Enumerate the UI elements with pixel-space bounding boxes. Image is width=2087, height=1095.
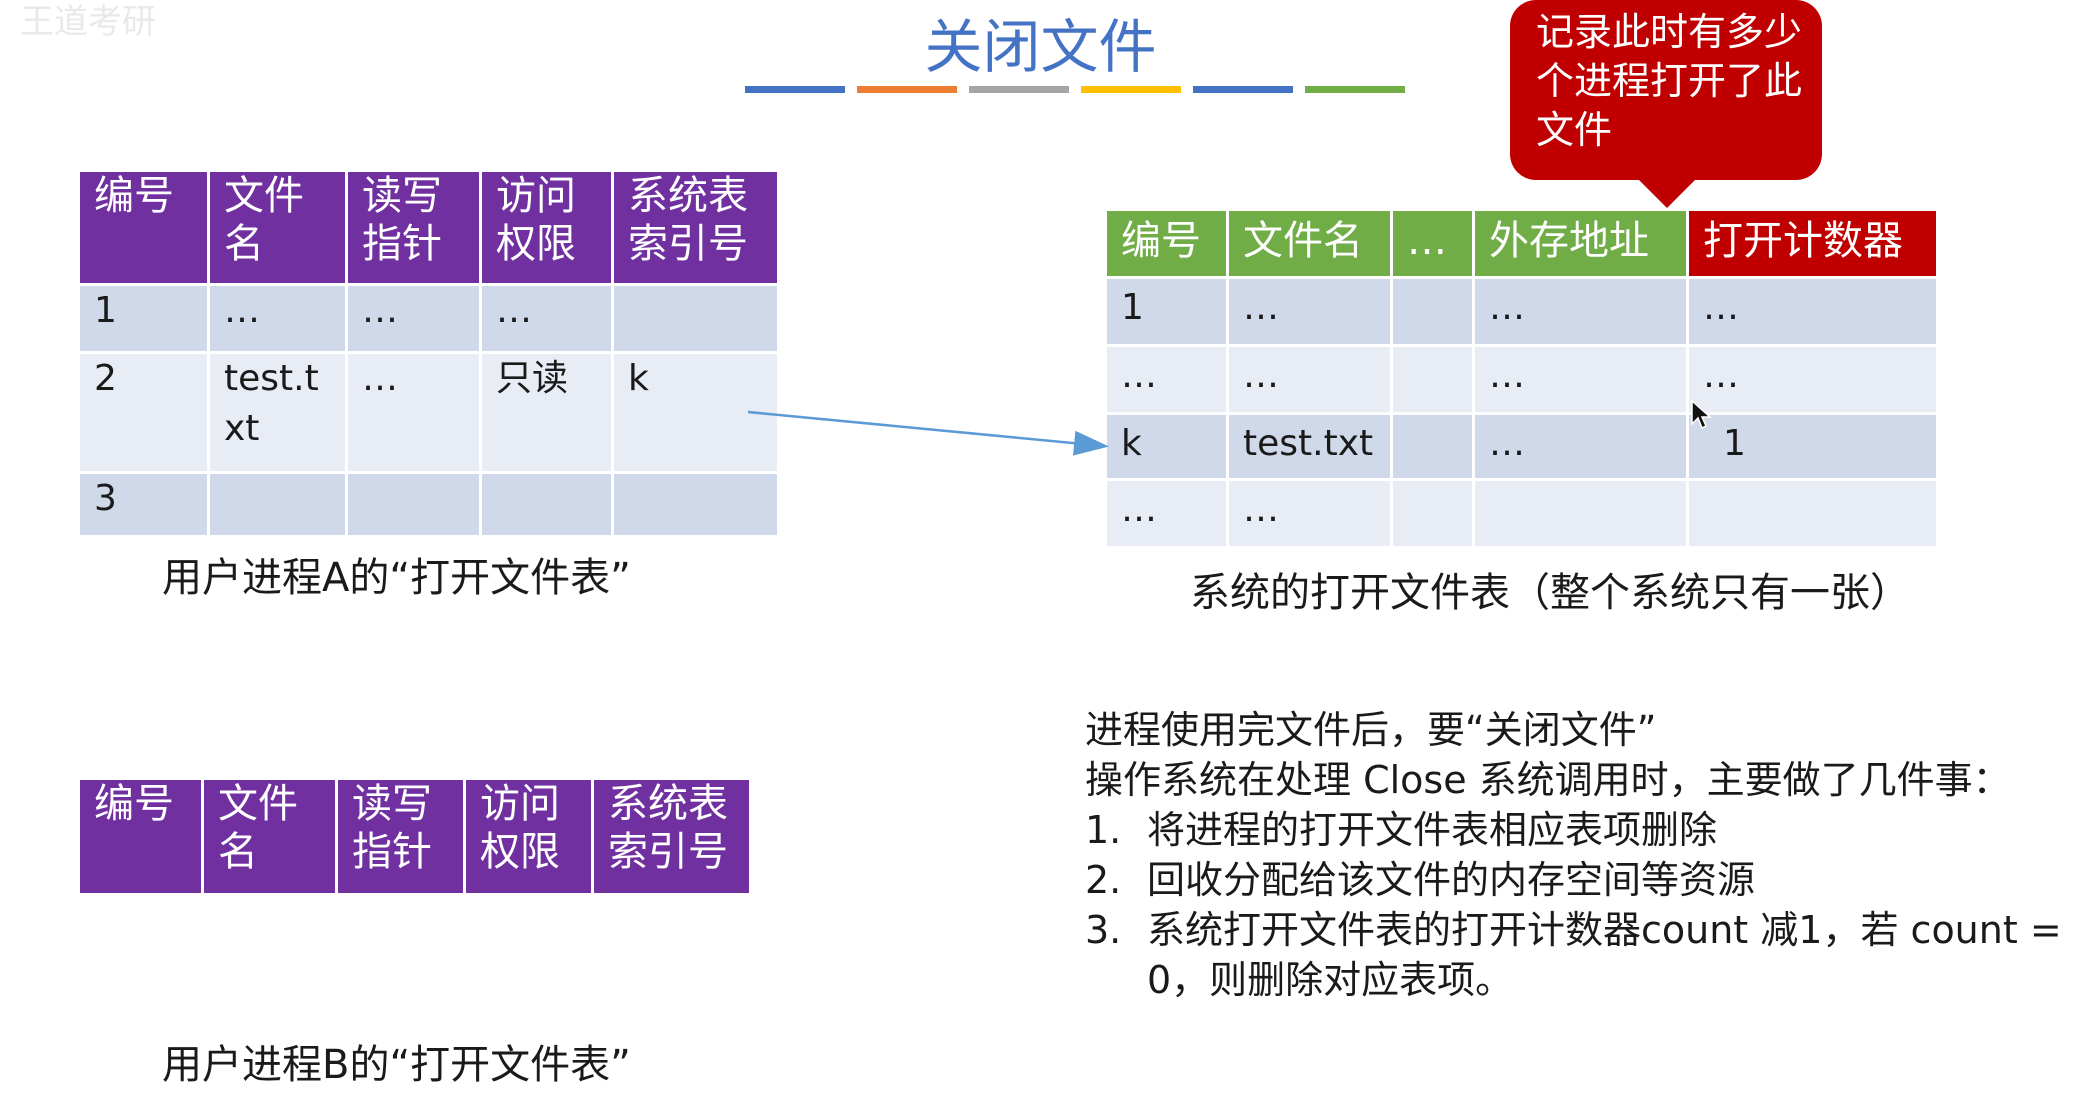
table-cell: … [207, 283, 348, 354]
notes-list-item: 2. 回收分配给该文件的内存空间等资源 [1085, 855, 2062, 905]
open-counter-value: 1 [1686, 412, 1939, 481]
table-cell: … [1104, 478, 1229, 549]
process-b-caption: 用户进程B的“打开文件表” [162, 1042, 631, 1088]
watermark: 王道考研 [20, 2, 156, 42]
list-continuation: 0，则删除对应表项。 [1147, 958, 1514, 1002]
table-cell: 2 [77, 351, 210, 474]
accent-bar-2 [857, 86, 957, 93]
table-cell [207, 471, 348, 538]
table-cell: test.txt [1226, 412, 1393, 481]
table-cell: 1 [77, 283, 210, 354]
list-number: 1. [1085, 808, 1122, 852]
header-cell: 文件名 [1226, 208, 1393, 279]
notes-list-item: 3. 系统打开文件表的打开计数器count 减1，若 count = [1085, 905, 2062, 955]
list-number: 3. [1085, 908, 1122, 952]
list-text: 回收分配给该文件的内存空间等资源 [1147, 858, 1756, 902]
table-cell: … [1472, 344, 1689, 415]
table-cell: 3 [77, 471, 210, 538]
table-row: 1 … … … [77, 283, 780, 354]
table-cell: k [1104, 412, 1229, 481]
table-header-row: 编号 文件名 … 外存地址 打开计数器 [1104, 208, 1939, 279]
open-counter-header: 打开计数器 [1686, 208, 1939, 279]
counter-callout: 记录此时有多少个进程打开了此文件 [1510, 0, 1822, 180]
table-cell: … [1472, 276, 1689, 347]
table-cell: … [1226, 478, 1393, 549]
system-table-caption: 系统的打开文件表（整个系统只有一张） [1190, 570, 1910, 616]
header-cell: 系统表索引号 [591, 777, 752, 896]
table-cell: … [1226, 276, 1393, 347]
list-text: 系统打开文件表的打开计数器count 减1，若 count = [1147, 908, 2062, 952]
table-cell: … [345, 283, 482, 354]
table-cell [1390, 276, 1475, 347]
table-header-row: 编号 文件名 读写指针 访问权限 系统表索引号 [77, 169, 780, 286]
table-row: 3 [77, 471, 780, 538]
header-cell: 文件名 [207, 169, 348, 286]
header-cell: … [1390, 208, 1475, 279]
table-row: … … [1104, 478, 1939, 549]
table-row: … … … … [1104, 344, 1939, 415]
list-text: 将进程的打开文件表相应表项删除 [1147, 808, 1718, 852]
table-row: 1 … … … [1104, 276, 1939, 347]
header-cell: 编号 [77, 777, 204, 896]
table-cell [1472, 478, 1689, 549]
accent-bar-4 [1081, 86, 1181, 93]
process-a-caption: 用户进程A的“打开文件表” [162, 555, 631, 601]
accent-bar-5 [1193, 86, 1293, 93]
header-cell: 外存地址 [1472, 208, 1689, 279]
table-cell: … [1686, 344, 1939, 415]
notes-line: 操作系统在处理 Close 系统调用时，主要做了几件事： [1085, 758, 2011, 802]
slide-title: 关闭文件 [924, 13, 1157, 81]
process-a-open-file-table: 编号 文件名 读写指针 访问权限 系统表索引号 1 … … … 2 test.t… [77, 169, 780, 538]
table-cell [611, 471, 780, 538]
header-cell: 编号 [77, 169, 210, 286]
table-cell: … [1686, 276, 1939, 347]
table-cell: … [1226, 344, 1393, 415]
header-cell: 访问权限 [479, 169, 614, 286]
header-cell: 系统表索引号 [611, 169, 780, 286]
table-cell [479, 471, 614, 538]
notes-line: 进程使用完文件后，要“关闭文件” [1085, 708, 1657, 752]
table-cell: 只读 [479, 351, 614, 474]
table-row: k test.txt … 1 [1104, 412, 1939, 481]
notes-list-item: 1. 将进程的打开文件表相应表项删除 [1085, 805, 2062, 855]
table-cell [1390, 478, 1475, 549]
process-b-open-file-table: 编号 文件名 读写指针 访问权限 系统表索引号 [77, 777, 752, 896]
header-cell: 访问权限 [463, 777, 594, 896]
table-cell: 1 [1104, 276, 1229, 347]
table-row: 2 test.txt … 只读 k [77, 351, 780, 474]
table-cell: … [1472, 412, 1689, 481]
accent-bar-3 [969, 86, 1069, 93]
table-cell [1686, 478, 1939, 549]
system-open-file-table: 编号 文件名 … 外存地址 打开计数器 1 … … … … … … … k te… [1104, 208, 1939, 549]
table-cell: … [479, 283, 614, 354]
header-cell: 读写指针 [345, 169, 482, 286]
header-cell: 编号 [1104, 208, 1229, 279]
table-cell: test.txt [207, 351, 348, 474]
header-cell: 文件名 [201, 777, 338, 896]
mouse-cursor-icon [1691, 400, 1712, 430]
table-cell [345, 471, 482, 538]
table-cell [611, 283, 780, 354]
callout-pointer [1635, 176, 1699, 208]
table-cell: … [1104, 344, 1229, 415]
table-cell [1390, 412, 1475, 481]
close-file-notes: 进程使用完文件后，要“关闭文件” 操作系统在处理 Close 系统调用时，主要做… [1085, 705, 2062, 1005]
table-cell: … [345, 351, 482, 474]
accent-bar-6 [1305, 86, 1405, 93]
header-cell: 读写指针 [335, 777, 466, 896]
list-number: 2. [1085, 858, 1122, 902]
accent-bar-1 [745, 86, 845, 93]
table-cell [1390, 344, 1475, 415]
table-header-row: 编号 文件名 读写指针 访问权限 系统表索引号 [77, 777, 752, 896]
